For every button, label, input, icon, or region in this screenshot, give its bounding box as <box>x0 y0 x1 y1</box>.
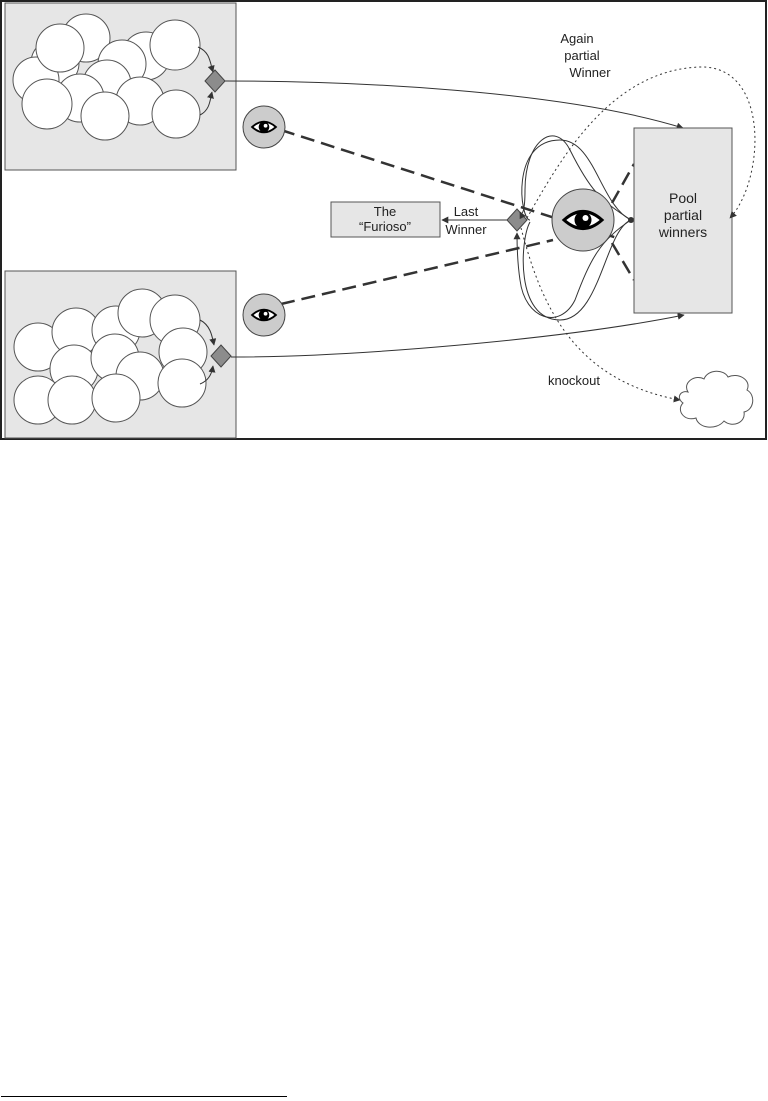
top-population-panel <box>4 2 237 171</box>
pool-label-line1: Pool <box>669 190 697 206</box>
cloud-icon <box>678 370 754 428</box>
again-label-line1: Again <box>560 31 593 46</box>
footnote-rule <box>1 1096 287 1097</box>
last-winner-label-line1: Last <box>454 204 479 219</box>
pool-box: Pool partial winners <box>633 127 733 314</box>
final-decision-diamond <box>506 208 528 232</box>
furioso-label-line2: “Furioso” <box>359 219 411 234</box>
furioso-label-line1: The <box>374 204 396 219</box>
last-winner-label-line2: Winner <box>445 222 487 237</box>
again-label-line3: Winner <box>569 65 611 80</box>
furioso-box: The “Furioso” <box>330 201 441 238</box>
bottom-population-panel <box>4 270 237 439</box>
pool-label-line2: partial <box>664 207 702 223</box>
top-observer-eye <box>242 105 286 149</box>
bottom-observer-eye <box>242 293 286 337</box>
pool-label-line3: winners <box>658 224 707 240</box>
central-judge-eye <box>551 188 615 252</box>
bottom-decision-diamond <box>210 344 232 368</box>
again-label-line2: partial <box>564 48 600 63</box>
tournament-diagram: Pool partial winners The “Furioso” Last … <box>0 0 767 440</box>
top-decision-diamond <box>204 69 226 93</box>
knockout-label: knockout <box>548 373 600 388</box>
diagram-frame <box>0 0 767 440</box>
